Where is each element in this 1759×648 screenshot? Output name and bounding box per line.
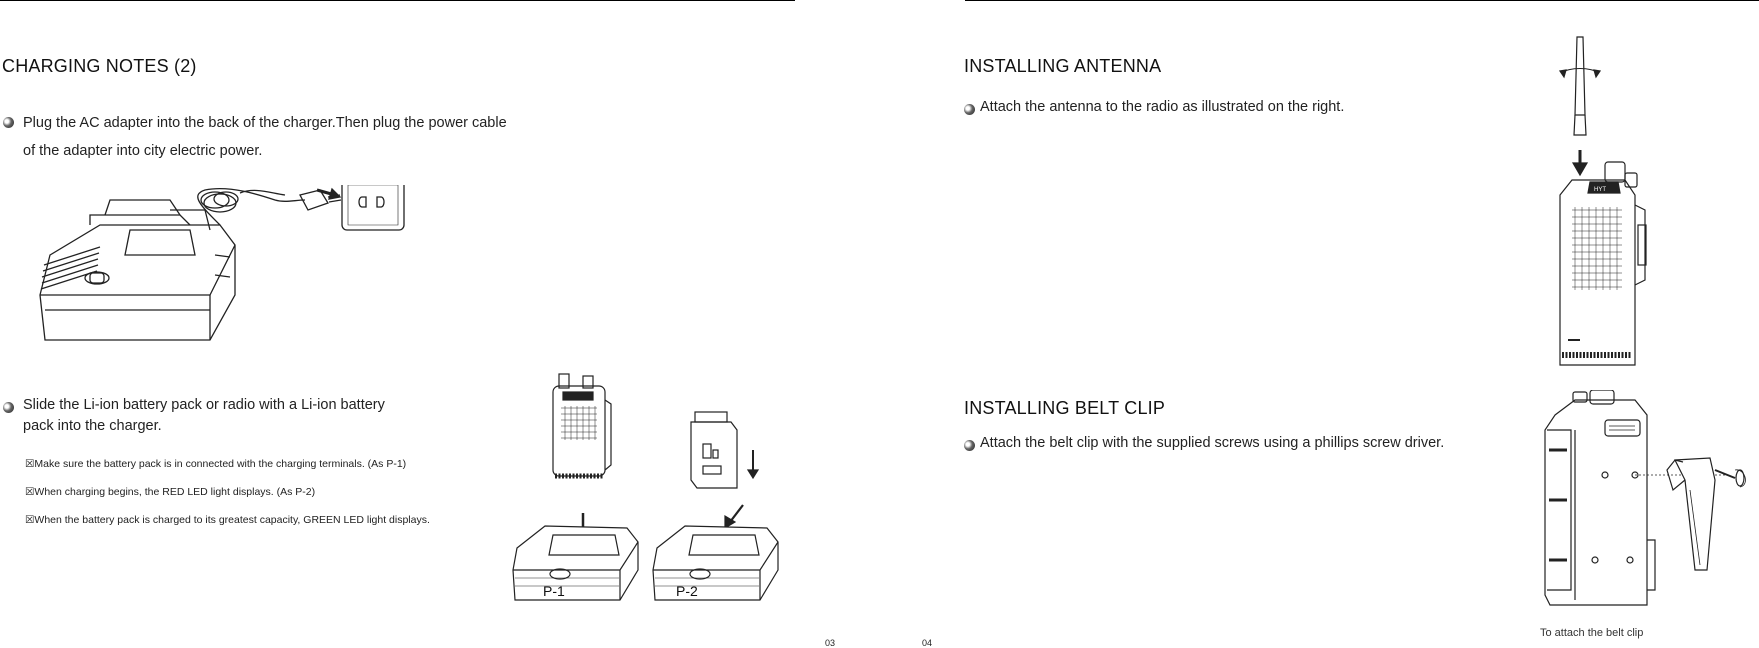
bullet-icon: [3, 117, 14, 128]
charging-notes-heading: CHARGING NOTES (2): [2, 56, 197, 76]
figure-label-p1: P-1: [543, 583, 565, 599]
antenna-instruction: Attach the antenna to the radio as illus…: [980, 99, 1345, 115]
installing-antenna-heading: INSTALLING ANTENNA: [964, 56, 1162, 76]
left-page-top-rule: [0, 0, 795, 1]
radio-brand-label: HYT: [1594, 187, 1606, 193]
bullet-icon: [964, 104, 975, 115]
charging-positions-illustration: [512, 373, 779, 601]
charging-note-2: ☒When charging begins, the RED LED light…: [25, 486, 316, 498]
belt-clip-caption: To attach the belt clip: [1540, 627, 1644, 639]
belt-clip-instruction: Attach the belt clip with the supplied s…: [980, 435, 1445, 451]
bullet-icon: [964, 440, 975, 451]
installing-belt-clip-heading: INSTALLING BELT CLIP: [964, 398, 1166, 418]
figure-label-p2: P-2: [676, 583, 698, 599]
right-page-top-rule: [965, 0, 1759, 1]
charger-with-adapter-illustration: [39, 185, 405, 341]
page-number-left: 03: [825, 638, 836, 648]
antenna-installation-illustration: HYT: [1558, 36, 1647, 366]
step2-line2: pack into the charger.: [23, 418, 162, 434]
step2-line1: Slide the Li-ion battery pack or radio w…: [23, 397, 385, 413]
charging-note-3: ☒When the battery pack is charged to its…: [25, 514, 430, 526]
step1-line2: of the adapter into city electric power.: [23, 143, 263, 159]
step1-line1: Plug the AC adapter into the back of the…: [23, 115, 507, 131]
belt-clip-installation-illustration: [1544, 390, 1746, 606]
bullet-icon: [3, 402, 14, 413]
charging-note-1: ☒Make sure the battery pack is in connec…: [25, 458, 407, 470]
page-number-right: 04: [922, 638, 933, 648]
